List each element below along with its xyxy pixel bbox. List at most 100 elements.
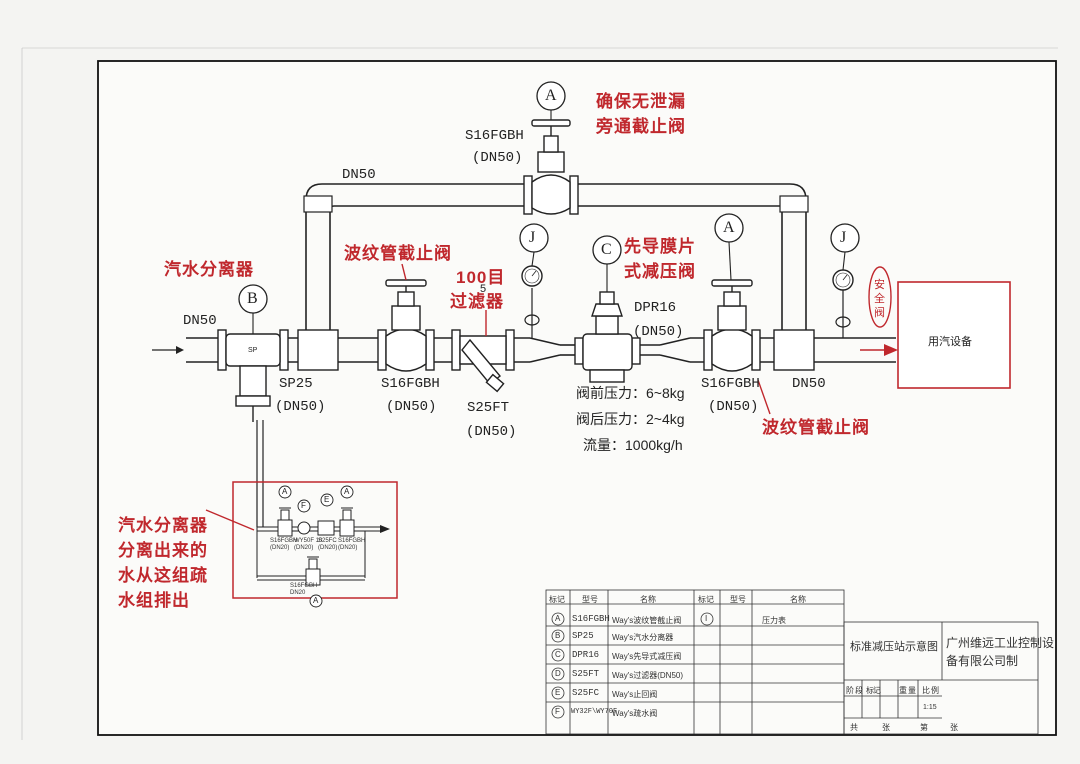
tee-left <box>297 329 339 371</box>
legend-row-name: Way's过滤器(DN50) <box>612 671 684 680</box>
stage-header: 比 <box>922 686 930 695</box>
pressure-gauge-1 <box>521 265 543 338</box>
drawing-title: 标准减压站示意图 <box>850 641 938 653</box>
drain-label-3: S25FC (DN20) <box>318 538 338 551</box>
s16-left-model: S16FGBH <box>381 376 440 392</box>
drain-group-schematic <box>256 507 380 586</box>
safety-valve-char2: 全 <box>874 293 885 305</box>
legend-row-name: Way's汽水分离器 <box>612 633 674 642</box>
s16-left-dn: (DN50) <box>386 399 437 415</box>
dpr16-dn: (DN50) <box>633 324 684 340</box>
safety-valve-char1: 安 <box>874 279 885 291</box>
sp25-model: SP25 <box>279 376 313 392</box>
outlet-arrow <box>860 344 898 356</box>
bypass-note-line2: 旁通截止阀 <box>596 117 686 136</box>
filter-note-line2: 过滤器 <box>450 292 504 311</box>
pressure-after: 阀后压力：2~4kg <box>576 411 685 427</box>
pilot-note-line2: 式减压阀 <box>624 262 696 281</box>
bypass-note-line1: 确保无泄漏 <box>596 92 686 111</box>
s25ft-model: S25FT <box>467 400 510 416</box>
legend-row-mark: F <box>555 707 560 716</box>
legend-header-name2: 名称 <box>790 595 806 604</box>
s16-right-model: S16FGBH <box>701 376 760 392</box>
scale-value: 1:15 <box>923 704 937 711</box>
legend-row-name: Way's波纹管截止阀 <box>612 616 682 625</box>
legend-row-mark: D <box>555 669 561 678</box>
legend-row-model: SP25 <box>572 631 594 641</box>
flow-rate: 流量：1000kg/h <box>583 437 683 453</box>
legend-right-mark: I <box>705 614 708 623</box>
legend-header-mark2: 标记 <box>698 595 714 604</box>
drain-callout-2: F <box>301 501 306 510</box>
filter-note-line1: 100目 <box>456 268 506 287</box>
steam-separator <box>217 329 289 422</box>
drain-callout-3: E <box>324 495 330 504</box>
equipment-box <box>897 281 1011 389</box>
callout-gauge3: J <box>840 229 847 246</box>
legend-table-lines <box>545 589 1039 735</box>
sheets-total: 共 <box>850 723 858 732</box>
bypass-model: S16FGBH <box>465 128 524 144</box>
callout-gauge1: J <box>529 229 536 246</box>
drain-callout-4: A <box>344 487 350 496</box>
filter-digit: 5 <box>480 283 487 295</box>
stage-header: 阶 <box>846 686 854 695</box>
stage-header: 重 <box>899 686 907 695</box>
drain-label-4: S16FGBH (DN20) <box>338 538 366 551</box>
legend-row-model: S25FT <box>572 669 600 679</box>
left-globe-valve <box>377 279 435 372</box>
legend-row-name: Way's先导式减压阀 <box>612 652 682 661</box>
tee-right <box>773 329 815 371</box>
legend-row-mark: E <box>555 688 561 697</box>
drain-label-2: WY50F 10 (DN20) <box>294 538 323 551</box>
pressure-reducing-valve <box>574 291 641 383</box>
safety-valve-outline <box>868 266 892 328</box>
separator-note: 汽水分离器 <box>164 260 254 279</box>
bypass-dn: (DN50) <box>472 150 523 166</box>
s25ft-dn: (DN50) <box>466 424 517 440</box>
company-line2: 备有限公司制 <box>946 654 1019 668</box>
legend-callout-marks <box>551 612 714 719</box>
callout-pilot: C <box>601 241 612 258</box>
drain-note-line3: 水从这组疏 <box>118 566 208 585</box>
s16-right-dn: (DN50) <box>708 399 759 415</box>
sp25-dn: (DN50) <box>275 399 326 415</box>
legend-row-model: WY32F\WY70F <box>571 708 618 716</box>
dpr16-model: DPR16 <box>634 300 677 316</box>
sheet-no: 第 <box>920 723 928 732</box>
legend-header-model: 型号 <box>582 595 598 604</box>
pressure-before: 阀前压力：6~8kg <box>576 385 685 401</box>
drain-label-1: S16FGBH (DN20) <box>270 538 298 551</box>
legend-row-name: Way's疏水阀 <box>612 709 658 718</box>
drain-callouts <box>278 485 354 608</box>
bypass-globe-valve <box>523 119 579 215</box>
sheet-no-unit: 张 <box>950 723 958 732</box>
legend-row-model: S25FC <box>572 688 600 698</box>
legend-row-name: Way's止回阀 <box>612 690 658 699</box>
dn50-top: DN50 <box>342 167 376 183</box>
stage-header: 例 <box>931 686 939 695</box>
stage-header: 记 <box>873 686 881 695</box>
legend-row-model: S16FGBH <box>572 614 610 624</box>
drain-callout-bottom: A <box>313 596 319 605</box>
stage-header: 段 <box>855 686 863 695</box>
pressure-gauge-3 <box>832 269 854 338</box>
drain-note-line2: 分离出来的 <box>118 541 208 560</box>
inlet-arrow <box>152 346 184 354</box>
svg-text:SP: SP <box>248 347 258 354</box>
pilot-note-line1: 先导膜片 <box>624 237 696 256</box>
legend-row-model: DPR16 <box>572 650 600 660</box>
bellows-left-note: 波纹管截止阀 <box>344 244 452 263</box>
legend-header-name: 名称 <box>640 595 656 604</box>
dn50-inlet: DN50 <box>183 313 217 329</box>
stage-header: 标 <box>866 686 874 695</box>
right-globe-valve <box>703 279 761 372</box>
callout-separator: B <box>247 290 258 307</box>
drain-pipe <box>256 420 264 527</box>
drain-callout-1: A <box>282 487 288 496</box>
sheets-total-unit: 张 <box>882 723 890 732</box>
callout-bypass: A <box>545 87 557 104</box>
bellows-right-note: 波纹管截止阀 <box>762 418 870 437</box>
annotation-leaders <box>205 263 771 531</box>
equipment-label: 用汽设备 <box>928 336 972 348</box>
